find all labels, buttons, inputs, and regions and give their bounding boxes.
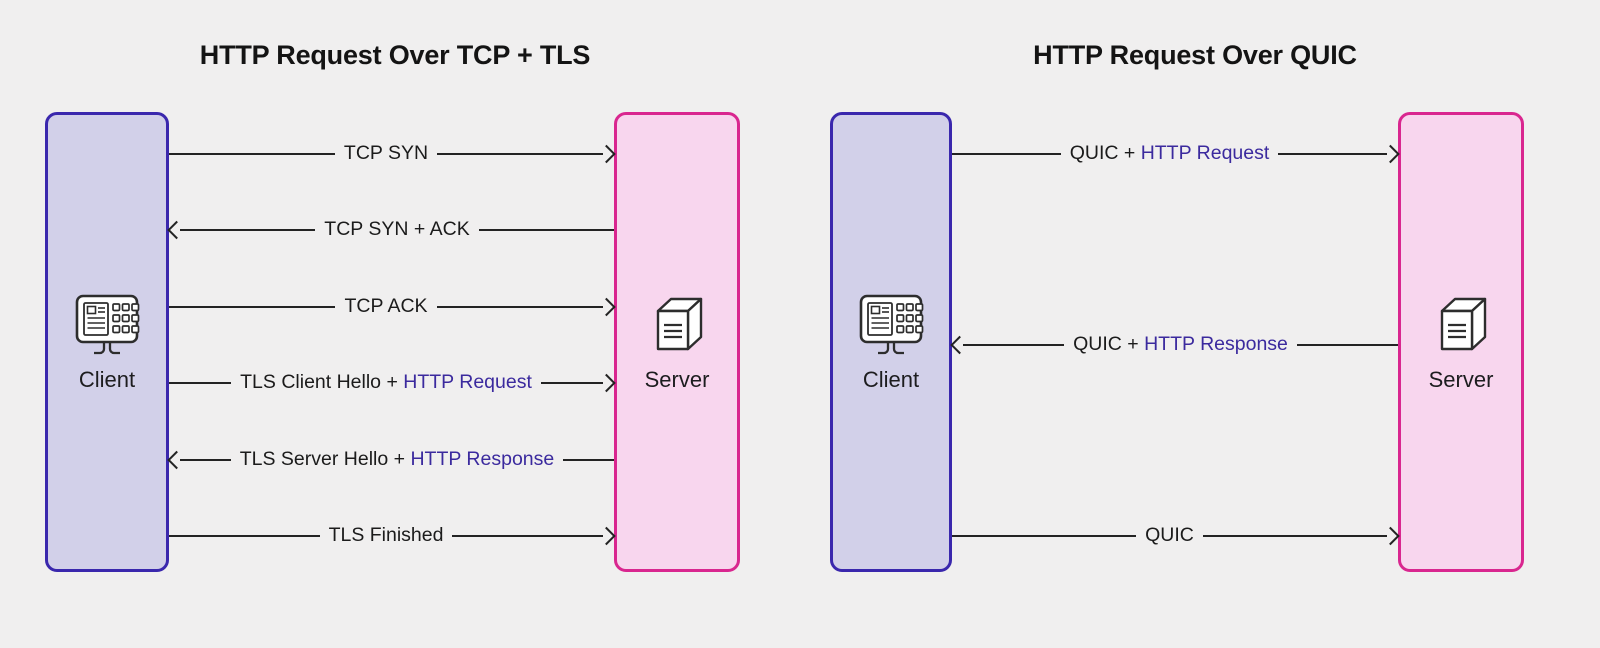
message-label: TLS Server Hello + HTTP Response <box>231 450 564 470</box>
message-line <box>452 535 604 537</box>
message-row: QUIC + HTTP Response <box>952 332 1398 358</box>
panel-title-tcp-tls: HTTP Request Over TCP + TLS <box>199 40 591 70</box>
endpoint-server-tcp: Server <box>614 112 740 572</box>
message-line <box>963 344 1065 346</box>
message-list-tcp: TCP SYN TCP SYN + ACK TCP ACK TLS Client… <box>169 112 614 572</box>
message-line <box>478 229 614 231</box>
arrow-right-icon <box>601 375 614 391</box>
message-text: TCP SYN + ACK <box>324 218 470 241</box>
message-line <box>169 153 335 155</box>
message-label: TCP SYN <box>335 144 437 164</box>
message-row: QUIC + HTTP Request <box>952 141 1398 167</box>
panel-quic: HTTP Request Over QUIC <box>790 0 1600 648</box>
server-box-icon <box>641 293 713 359</box>
arrow-left-icon <box>169 452 182 468</box>
message-accent-text: HTTP Request <box>1140 142 1270 165</box>
message-label: TLS Finished <box>320 526 453 546</box>
panel-tcp-tls: HTTP Request Over TCP + TLS <box>0 0 790 648</box>
message-accent-text: HTTP Response <box>410 448 555 471</box>
message-line <box>540 382 604 384</box>
message-label: QUIC + HTTP Response <box>1064 335 1297 355</box>
message-label: TLS Client Hello + HTTP Request <box>231 373 541 393</box>
message-text: TCP SYN <box>343 142 429 165</box>
server-box-icon <box>1425 293 1497 359</box>
message-text: TLS Finished <box>328 524 444 547</box>
server-label: Server <box>644 367 710 392</box>
message-text: QUIC <box>1145 524 1194 547</box>
message-text: TLS Server Hello + <box>239 448 411 471</box>
message-line <box>952 153 1061 155</box>
message-row: TLS Server Hello + HTTP Response <box>169 447 614 473</box>
message-line <box>180 229 316 231</box>
message-row: TLS Client Hello + HTTP Request <box>169 370 614 396</box>
client-computer-icon <box>855 293 927 359</box>
message-list-quic: QUIC + HTTP Request QUIC + HTTP Response… <box>952 112 1398 572</box>
message-row: TCP SYN + ACK <box>169 217 614 243</box>
server-label: Server <box>1428 367 1494 392</box>
message-text: QUIC + <box>1069 142 1141 165</box>
message-line <box>1296 344 1398 346</box>
arrow-right-icon <box>1385 146 1398 162</box>
arrow-right-icon <box>601 146 614 162</box>
message-line <box>1202 535 1387 537</box>
message-accent-text: HTTP Request <box>403 371 532 394</box>
message-line <box>437 153 604 155</box>
message-label: TCP ACK <box>335 297 436 317</box>
message-label: TCP SYN + ACK <box>315 220 478 240</box>
arrow-right-icon <box>601 528 614 544</box>
message-row: QUIC <box>952 523 1398 549</box>
message-line <box>436 306 603 308</box>
message-row: TCP SYN <box>169 141 614 167</box>
message-text: TCP ACK <box>344 295 428 318</box>
message-line <box>1278 153 1387 155</box>
message-row: TLS Finished <box>169 523 614 549</box>
client-label: Client <box>78 367 136 392</box>
endpoint-client-tcp: Client <box>45 112 169 572</box>
message-line <box>169 382 232 384</box>
message-text: QUIC + <box>1073 333 1145 356</box>
message-accent-text: HTTP Response <box>1144 333 1288 356</box>
arrow-right-icon <box>601 299 614 315</box>
message-row: TCP ACK <box>169 294 614 320</box>
message-label: QUIC <box>1136 526 1203 546</box>
arrow-left-icon <box>169 222 182 238</box>
message-label: QUIC + HTTP Request <box>1061 144 1279 164</box>
message-line <box>169 306 336 308</box>
message-line <box>563 459 614 461</box>
arrow-right-icon <box>1385 528 1398 544</box>
endpoint-client-quic: Client <box>830 112 952 572</box>
client-computer-icon <box>71 293 143 359</box>
endpoint-server-quic: Server <box>1398 112 1524 572</box>
message-line <box>169 535 320 537</box>
message-line <box>952 535 1137 537</box>
panel-title-quic: HTTP Request Over QUIC <box>1033 40 1357 70</box>
message-line <box>180 459 231 461</box>
arrow-left-icon <box>952 337 965 353</box>
client-label: Client <box>862 367 920 392</box>
message-text: TLS Client Hello + <box>240 371 404 394</box>
